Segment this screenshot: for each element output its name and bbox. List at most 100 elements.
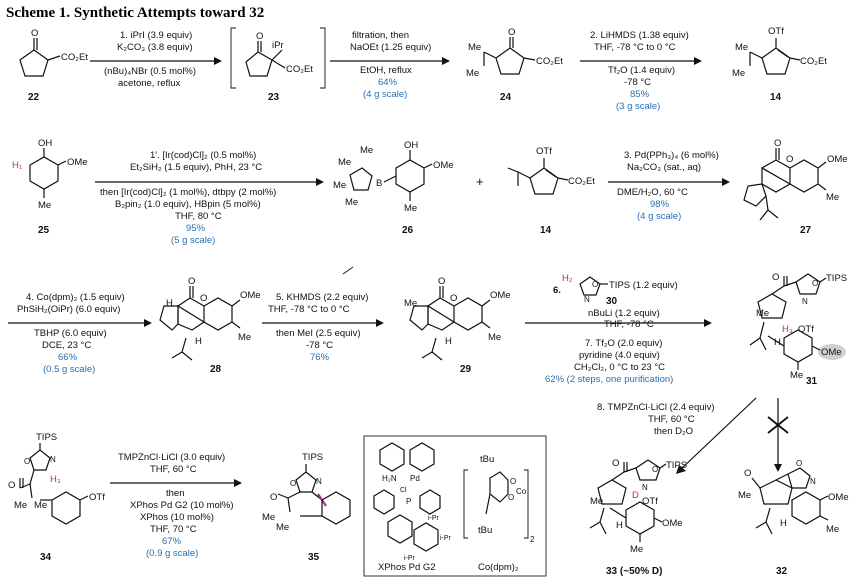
compound-33: Me O O N TIPS D OTf OMe H Me (589, 458, 687, 555)
atom-Me: Me (488, 332, 501, 343)
atom-Me: Me (404, 298, 417, 309)
atom-OH: OH (38, 138, 52, 149)
step5-yield: 76% (310, 352, 330, 363)
step2-line2: THF, -78 °C to 0 °C (594, 42, 676, 53)
step1p-line3: then [Ir(cod)Cl]₂ (1 mol%), dtbpy (2 mol… (100, 187, 276, 198)
step8-line1: 8. TMPZnCl·LiCl (2.4 equiv) (597, 402, 715, 413)
atom-Me: Me (262, 512, 275, 523)
label-14: 14 (770, 92, 782, 103)
step3-line1: 3. Pd(PPh₃)₄ (6 mol%) (624, 150, 719, 161)
stepA-scale: (4 g scale) (363, 89, 407, 100)
atom-OMe: OMe (662, 518, 683, 529)
atom-Me: Me (238, 332, 251, 343)
atom-P: P (406, 497, 411, 506)
stepB-line1: TMPZnCl·LiCl (3.0 equiv) (118, 452, 225, 463)
compound-23: O iPr CO₂Et (230, 27, 326, 89)
atom-O: O (796, 459, 802, 468)
atom-O: O (8, 480, 15, 491)
atom-H2: H₂ (562, 273, 573, 284)
label-23: 23 (268, 92, 280, 103)
atom-O: O (744, 468, 751, 479)
atom-OMe: OMe (828, 492, 849, 503)
atom-H: H (195, 336, 202, 347)
plus-sign: + (476, 174, 484, 189)
stepB-line3: then (166, 488, 185, 499)
atom-Me: Me (756, 308, 769, 319)
label-27: 27 (800, 225, 812, 236)
atom-Me: Me (345, 197, 358, 208)
step3-line2: Na₂CO₃ (sat., aq) (627, 162, 701, 173)
compound-26: Me Me Me Me B OH OMe Me (333, 140, 454, 214)
label-31: 31 (806, 376, 818, 387)
reagent-30: 6. H₂ O N TIPS (1.2 equiv) 30 (553, 273, 678, 307)
atom-H: H (780, 518, 787, 529)
step6-number: 6. (553, 285, 561, 296)
atom-Me: Me (360, 145, 373, 156)
step1p-line1: 1′. [Ir(cod)Cl]₂ (0.5 mol%) (150, 150, 256, 161)
atom-OH: OH (404, 140, 418, 151)
compound-14-second: OTf CO₂Et (507, 146, 595, 195)
label-30: 30 (606, 296, 618, 307)
stepB-line6: THF, 70 °C (150, 524, 197, 535)
step4-line1: 4. Co(dpm)₂ (1.5 equiv) (26, 292, 125, 303)
atom-O: O (200, 293, 207, 304)
step7-yield: 62% (2 steps, one purification) (545, 374, 673, 385)
step1p-line2: Et₂SiH₂ (1.5 equiv), PhH, 23 °C (130, 162, 262, 173)
stepA-line2: NaOEt (1.25 equiv) (350, 42, 431, 53)
atom-H1: H₁ (12, 160, 22, 171)
reaction-arrow-9 (679, 397, 757, 471)
stepB-line2: THF, 60 °C (150, 464, 197, 475)
atom-OMe: OMe (490, 290, 511, 301)
step4-scale: (0.5 g scale) (43, 364, 95, 375)
step5-line4: -78 °C (306, 340, 333, 351)
atom-Me: Me (14, 500, 27, 511)
label-26: 26 (402, 225, 414, 236)
atom-D: D (632, 490, 639, 501)
compound-22: O CO₂Et (19, 28, 88, 77)
step2-line4: -78 °C (624, 77, 651, 88)
subscript-2: 2 (530, 535, 535, 544)
atom-O: O (786, 154, 793, 165)
atom-CO2Et: CO₂Et (800, 56, 827, 67)
step4-line3: TBHP (6.0 equiv) (34, 328, 107, 339)
atom-CO2Et: CO₂Et (568, 176, 595, 187)
step3-yield: 98% (650, 199, 670, 210)
label-14-second: 14 (540, 225, 552, 236)
atom-Pd: Pd (410, 474, 420, 483)
step1p-line5: THF, 80 °C (175, 211, 222, 222)
label-co-dpm-2: Co(dpm)₂ (478, 562, 519, 573)
atom-Me: Me (34, 500, 47, 511)
atom-O: O (270, 492, 277, 503)
label-34: 34 (40, 552, 52, 563)
atom-iPr: i-Pr (428, 515, 440, 522)
step5-line1: 5. KHMDS (2.2 equiv) (276, 292, 368, 303)
compound-27: O O OMe Me (743, 138, 848, 221)
atom-TIPS: TIPS (36, 432, 57, 443)
stepA-line3: EtOH, reflux (360, 65, 412, 76)
highlight-ome (818, 344, 846, 360)
atom-Me: Me (338, 157, 351, 168)
atom-Me: Me (630, 544, 643, 555)
atom-Me: Me (333, 180, 346, 191)
atom-Me: Me (404, 203, 417, 214)
label-32: 32 (776, 566, 788, 577)
atom-TIPS: TIPS (302, 452, 323, 463)
stepB-line4: XPhos Pd G2 (10 mol%) (130, 500, 234, 511)
stepA-line1: filtration, then (352, 30, 409, 41)
atom-OTf: OTf (798, 324, 814, 335)
step2-line3: Tf₂O (1.4 equiv) (608, 65, 675, 76)
atom-O: O (772, 272, 779, 283)
scheme-title: Scheme 1. Synthetic Attempts toward 32 (6, 5, 264, 21)
atom-N: N (802, 297, 808, 306)
atom-H: H (445, 336, 452, 347)
step5-line2: THF, -78 °C to 0 °C (268, 304, 350, 315)
atom-O: O (774, 138, 781, 149)
label-22: 22 (28, 92, 40, 103)
atom-OTf: OTf (536, 146, 552, 157)
step8-line3: then D₂O (654, 426, 693, 437)
atom-TIPS: TIPS (666, 460, 687, 471)
atom-Me: Me (790, 370, 803, 381)
label-25: 25 (38, 225, 50, 236)
compound-32: Me O O N OMe H Me (738, 459, 849, 535)
atom-O: O (812, 279, 818, 288)
